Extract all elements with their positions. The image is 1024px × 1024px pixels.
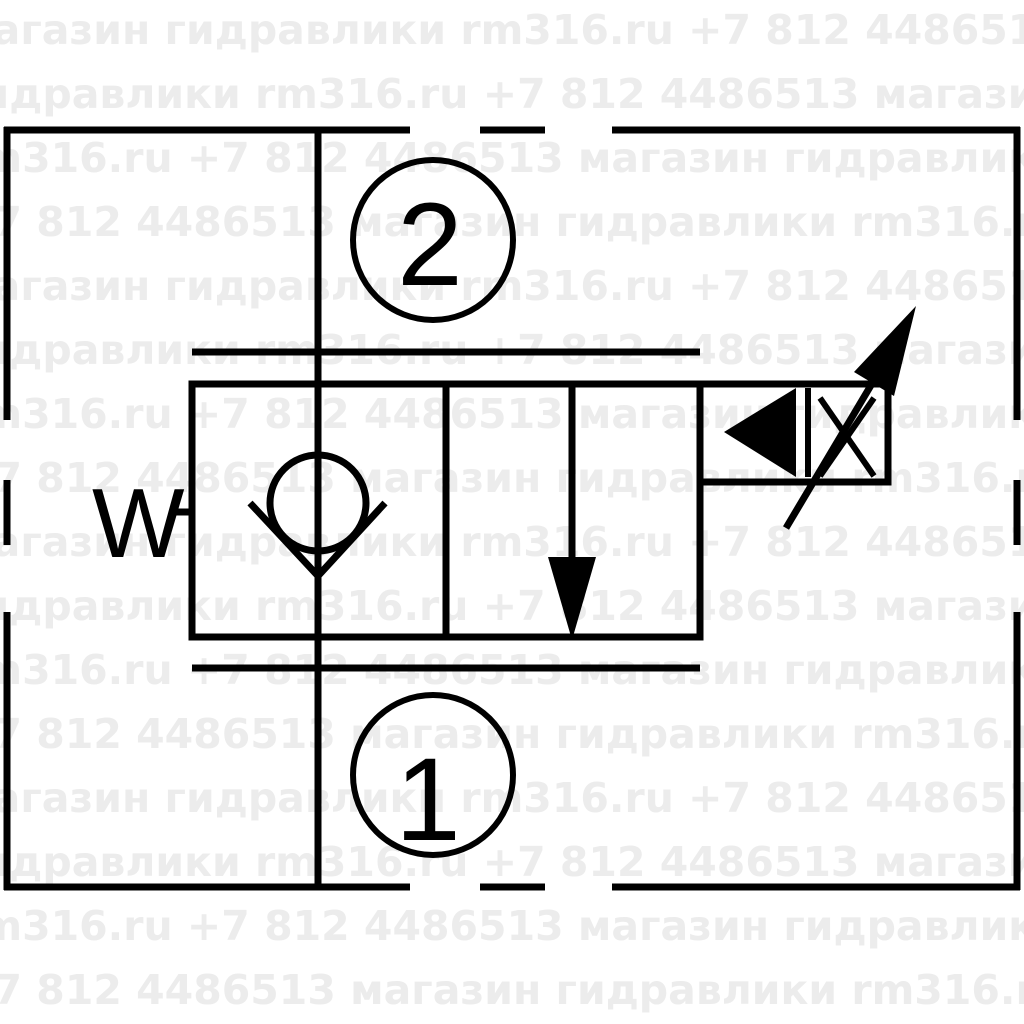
adjustable-arrow-icon — [782, 306, 916, 530]
watermark-line: гидравлики rm316.ru +7 812 4486513 магаз… — [0, 838, 1024, 886]
spring-label: W — [92, 468, 185, 578]
flow-arrow-down-icon — [548, 384, 596, 640]
solenoid-operator — [696, 380, 892, 486]
watermark-line: rm316.ru +7 812 4486513 магазин гидравли… — [0, 134, 1024, 182]
port-2-marker: 2 — [350, 157, 516, 323]
watermark-line: rm316.ru +7 812 4486513 магазин гидравли… — [0, 902, 1024, 950]
watermark-line: rm316.ru +7 812 4486513 магазин гидравли… — [0, 390, 1024, 438]
cavity-outline — [3, 126, 1021, 891]
port-2-label: 2 — [397, 179, 463, 311]
watermark-line: +7 812 4486513 магазин гидравлики rm316.… — [0, 966, 1024, 1014]
watermark-line: магазин гидравлики rm316.ru +7 812 44865… — [0, 518, 1024, 566]
watermark-line: магазин гидравлики rm316.ru +7 812 44865… — [0, 262, 1024, 310]
watermark-line: гидравлики rm316.ru +7 812 4486513 магаз… — [0, 70, 1024, 118]
solenoid-triangle-left-icon — [724, 388, 796, 477]
watermark-line: гидравлики rm316.ru +7 812 4486513 магаз… — [0, 582, 1024, 630]
watermark-line: +7 812 4486513 магазин гидравлики rm316.… — [0, 454, 1024, 502]
port-1-label: 1 — [395, 734, 461, 866]
port-1-marker: 1 — [350, 692, 516, 866]
watermark: магазин гидравлики rm316.ru +7 812 44865… — [0, 6, 1024, 1014]
watermark-line: магазин гидравлики rm316.ru +7 812 44865… — [0, 6, 1024, 54]
check-valve-icon — [247, 451, 388, 582]
